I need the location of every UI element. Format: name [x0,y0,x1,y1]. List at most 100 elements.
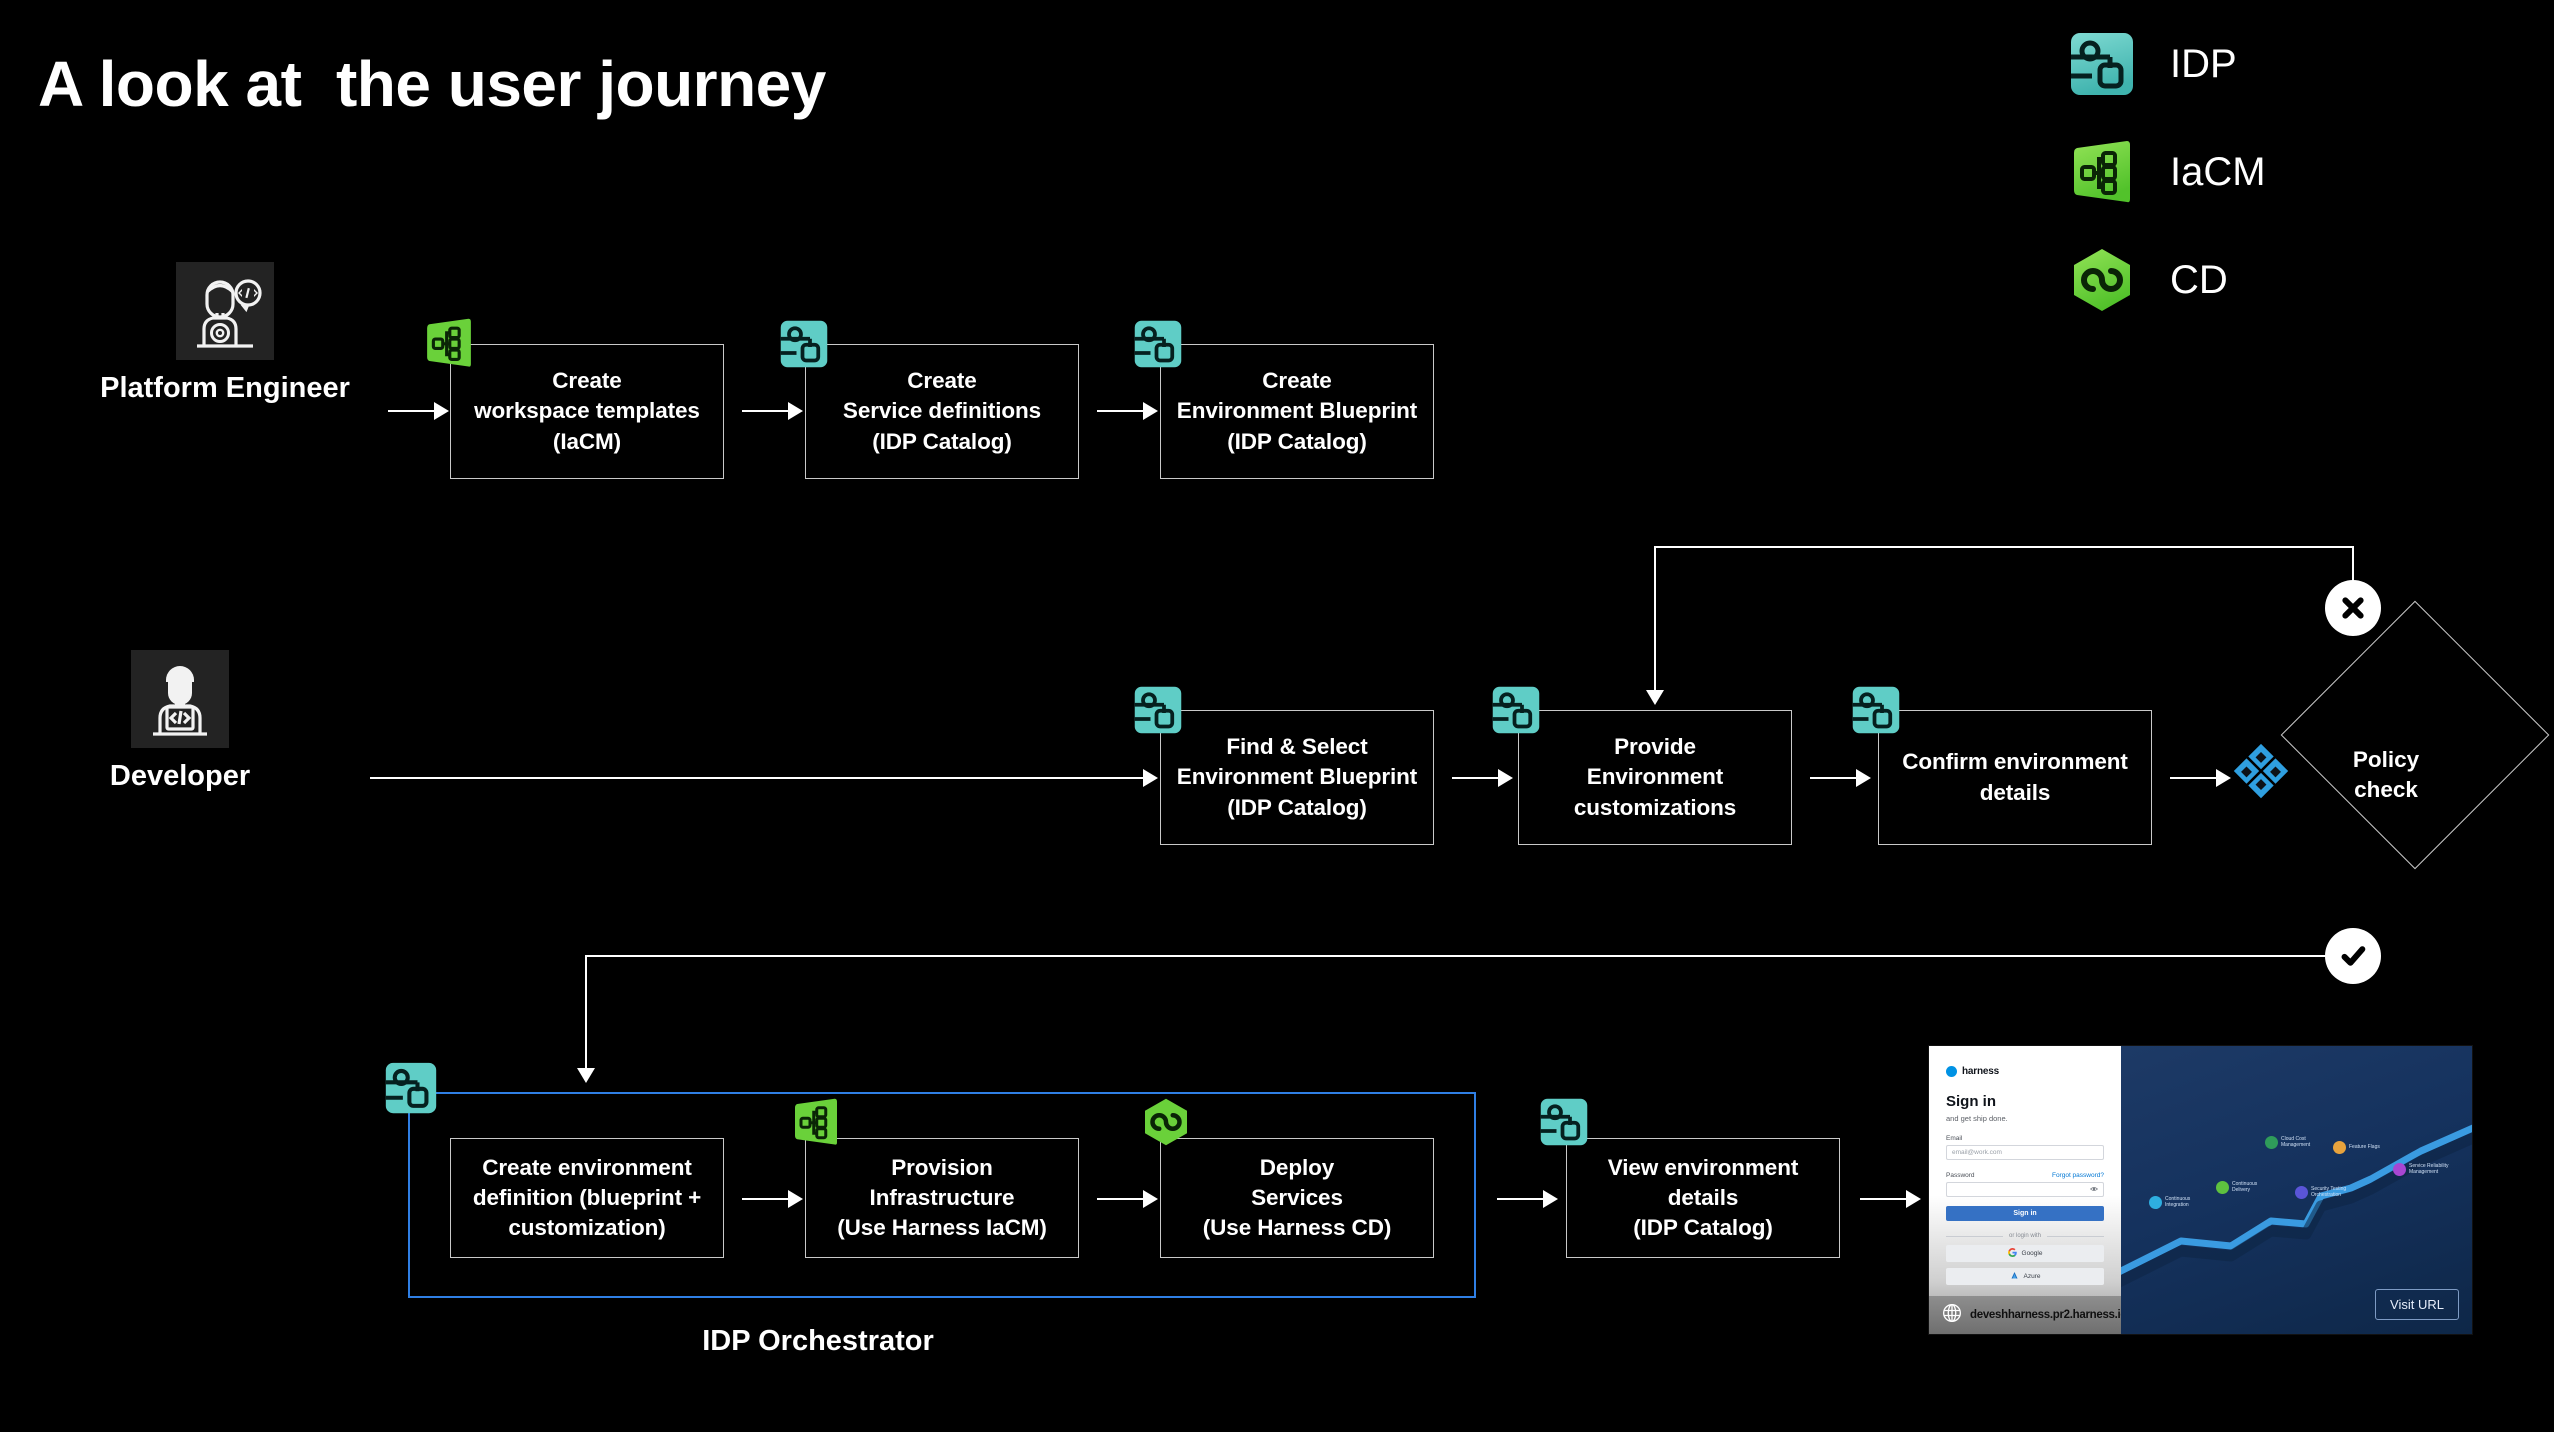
connector-provide-to-confirm [1810,777,1858,780]
signin-subheading: and get ship done. [1946,1114,2008,1123]
connector-provision-to-deploy [1097,1198,1145,1201]
forgot-password-link[interactable]: Forgot password? [2051,1172,2104,1179]
arrowhead [1646,690,1664,705]
policy-diamond-icon [2232,742,2290,800]
idp-orchestrator-label: IDP Orchestrator [702,1325,934,1357]
legend-item-idp: IDP [2070,10,2266,118]
visit-url-button[interactable]: Visit URL [2375,1289,2459,1320]
idp-icon [2070,32,2134,96]
actor-platform-engineer: Platform Engineer [85,262,365,405]
step-find-select-environment-blueprint[interactable]: Find & Select Environment Blueprint (IDP… [1160,710,1434,845]
azure-label: Azure [2023,1273,2041,1280]
step-label: Create environment definition (blueprint… [472,1154,702,1241]
approve-loop-segment-h [585,955,2360,958]
check-icon [2325,928,2381,984]
password-field[interactable] [1946,1182,2104,1197]
arrowhead [1143,402,1158,420]
iacm-icon [424,318,474,368]
password-label: Password [1946,1172,1975,1179]
arrowhead [1498,769,1513,787]
azure-signin-button[interactable]: Azure [1946,1268,2104,1285]
platform-engineer-avatar [176,262,274,360]
arrowhead [788,1190,803,1208]
connector-step1-to-step2 [742,410,790,413]
step-label: View environment details (IDP Catalog) [1607,1154,1799,1241]
connector-create-def-to-provision [742,1198,790,1201]
legend-label-iacm: IaCM [2170,149,2266,194]
reject-loop-segment-h [1654,546,2354,549]
step-deploy-services[interactable]: Deploy Services (Use Harness CD) [1160,1138,1434,1258]
arrowhead [1856,769,1871,787]
developer-avatar [131,650,229,748]
connector-step2-to-step3 [1097,410,1145,413]
step-label: Find & Select Environment Blueprint (IDP… [1176,734,1418,820]
step-create-workspace-templates[interactable]: Create workspace templates (IaCM) [450,344,724,479]
step-provide-environment-customizations[interactable]: Provide Environment customizations [1518,710,1792,845]
google-signin-button[interactable]: Google [1946,1245,2104,1262]
step-label: Provision Infrastructure (Use Harness Ia… [837,1154,1047,1241]
illustration-node: Continuous Delivery [2216,1181,2257,1194]
email-label: Email [1946,1135,1963,1142]
idp-icon [1134,686,1182,734]
arrowhead [788,402,803,420]
actor-label-developer: Developer [109,760,251,792]
arrowhead [1543,1190,1558,1208]
harness-logo-mark [1946,1066,1957,1077]
idp-icon [1134,320,1182,368]
arrowhead [577,1068,595,1083]
google-icon [2007,1248,2017,1259]
step-create-environment-definition[interactable]: Create environment definition (blueprint… [450,1138,724,1258]
sso-divider-label: or login with [2009,1233,2042,1239]
harness-logo: harness [1946,1066,2104,1077]
arrowhead [1143,769,1158,787]
illustration-node: Service Reliability Management [2393,1163,2448,1176]
iacm-icon [2070,140,2134,204]
azure-icon [2010,1271,2019,1282]
idp-icon [780,320,828,368]
connector-find-to-provide [1452,777,1500,780]
email-placeholder: email@work.com [1952,1149,2002,1156]
reject-loop-segment-v1 [2352,546,2355,582]
step-label: Create Service definitions (IDP Catalog) [842,368,1042,454]
illustration-node: Continuous Integration [2149,1196,2190,1209]
preview-url-bar: deveshharness.pr2.harness.io [1929,1296,2127,1334]
step-confirm-environment-details[interactable]: Confirm environment details [1878,710,2152,845]
illustration-node: Feature Flags [2333,1141,2380,1154]
legend-label-cd: CD [2170,257,2228,302]
preview-illustration: Continuous Integration Continuous Delive… [2121,1046,2472,1334]
step-create-environment-blueprint[interactable]: Create Environment Blueprint (IDP Catalo… [1160,344,1434,479]
reject-loop-segment-v2 [1654,546,1657,694]
policy-check-decision[interactable] [2280,600,2550,870]
email-field[interactable]: email@work.com [1946,1145,2104,1160]
step-provision-infrastructure[interactable]: Provision Infrastructure (Use Harness Ia… [805,1138,1079,1258]
connector-confirm-to-policy [2170,777,2218,780]
legend-label-idp: IDP [2170,41,2237,86]
cd-icon [1142,1098,1190,1146]
legend-item-iacm: IaCM [2070,118,2266,226]
step-label: Create workspace templates (IaCM) [474,368,700,454]
signin-button[interactable]: Sign in [1946,1206,2104,1221]
step-label: Provide Environment customizations [1573,734,1737,820]
step-label: Create Environment Blueprint (IDP Catalo… [1176,368,1418,454]
arrowhead [1906,1190,1921,1208]
idp-orchestrator-container [408,1092,1476,1298]
preview-url: deveshharness.pr2.harness.io [1970,1309,2128,1321]
google-label: Google [2021,1250,2043,1257]
legend-item-cd: CD [2070,226,2266,334]
environment-url-preview-card[interactable]: harness Sign in and get ship done. Email… [1929,1046,2472,1334]
idp-icon [1540,1098,1588,1146]
idp-icon [385,1062,437,1114]
signin-heading: Sign in [1946,1093,1996,1110]
approve-loop-segment-v [585,955,588,1075]
idp-icon [1492,686,1540,734]
actor-developer: Developer [85,650,275,793]
illustration-node: Security Testing Orchestration [2295,1186,2346,1199]
cd-icon [2070,248,2134,312]
step-view-environment-details[interactable]: View environment details (IDP Catalog) [1566,1138,1840,1258]
arrowhead [1143,1190,1158,1208]
idp-icon [1852,686,1900,734]
page-title: A look at the user journey [38,48,826,120]
eye-icon[interactable] [2090,1185,2098,1195]
step-create-service-definitions[interactable]: Create Service definitions (IDP Catalog) [805,344,1079,479]
